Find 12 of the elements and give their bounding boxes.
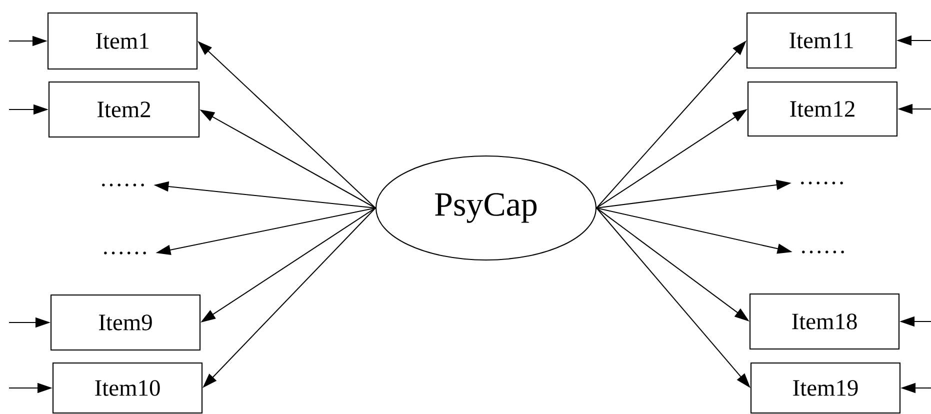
measurement-box: Item19	[750, 362, 901, 414]
measurement-box: Item10	[52, 362, 203, 414]
ellipsis-text: ……	[802, 250, 844, 254]
measurement-box: Item11	[746, 12, 897, 69]
measurement-box: Item12	[747, 81, 898, 137]
measurement-box: Item18	[749, 293, 900, 350]
measurement-box: Item1	[47, 12, 198, 70]
ellipsis-text: ……	[104, 252, 146, 254]
ellipsis-text: ……	[801, 182, 843, 184]
measurement-box: Item2	[48, 81, 200, 138]
measurement-box: Item9	[50, 294, 201, 351]
ellipsis-text: ……	[102, 184, 144, 186]
